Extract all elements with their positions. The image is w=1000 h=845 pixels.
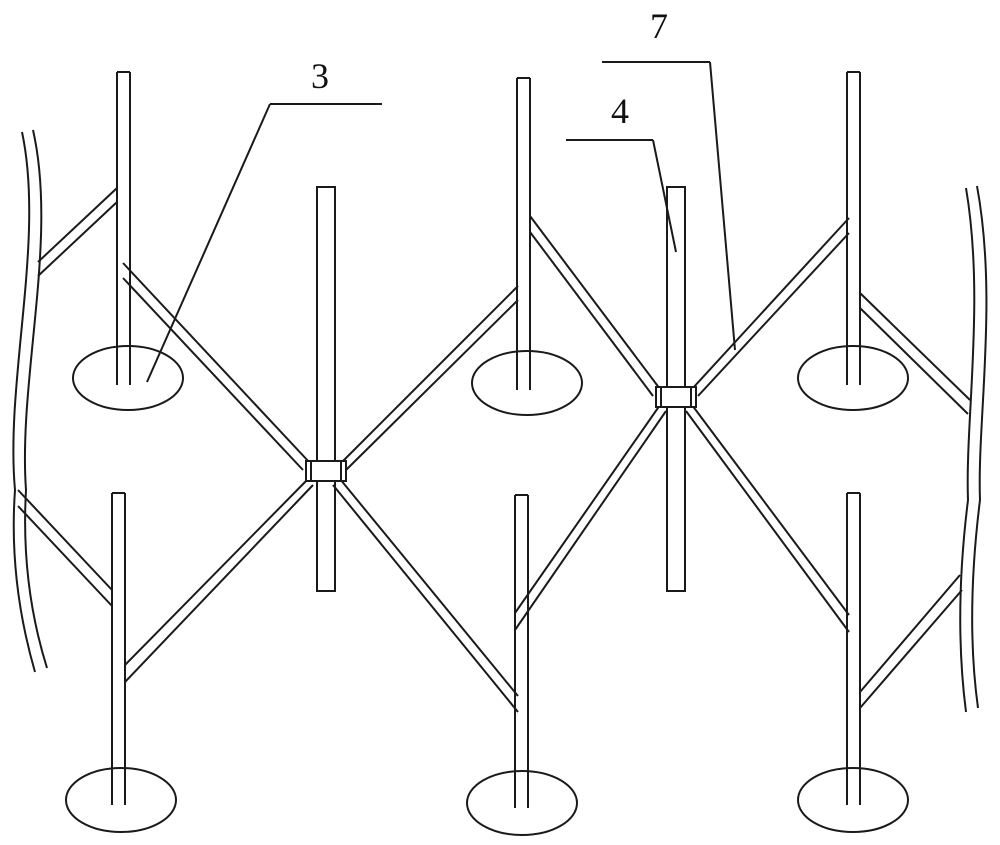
upper-post-middle	[517, 78, 530, 390]
lower-posts	[112, 493, 860, 808]
label-4: 4	[611, 91, 629, 131]
callout-7: 7	[602, 6, 735, 350]
upper-post-right	[847, 72, 860, 385]
node-left	[306, 461, 346, 481]
base-ellipse-top-left	[73, 346, 183, 410]
base-ellipse-top-middle	[472, 351, 582, 415]
side-struts-left	[18, 188, 117, 606]
node-right	[656, 387, 696, 407]
base-ellipse-bottom-right	[798, 768, 908, 832]
base-ellipse-bottom-left	[66, 768, 176, 832]
side-struts-right	[860, 293, 970, 708]
lower-post-right	[847, 493, 860, 805]
center-column-left	[317, 187, 335, 591]
left-boundary	[13, 130, 47, 672]
braces-right-node	[515, 216, 849, 632]
upper-post-left	[117, 72, 130, 385]
braces-left-node	[123, 263, 518, 712]
base-ellipse-bottom-middle	[467, 771, 577, 835]
lower-post-middle	[515, 495, 528, 808]
lower-post-left	[112, 493, 125, 805]
right-boundary	[960, 186, 986, 712]
callout-4: 4	[566, 91, 676, 252]
callout-3: 3	[147, 56, 382, 382]
label-3: 3	[311, 56, 329, 96]
label-7: 7	[650, 6, 668, 46]
base-ellipse-top-right	[798, 346, 908, 410]
base-ellipses	[66, 346, 908, 835]
